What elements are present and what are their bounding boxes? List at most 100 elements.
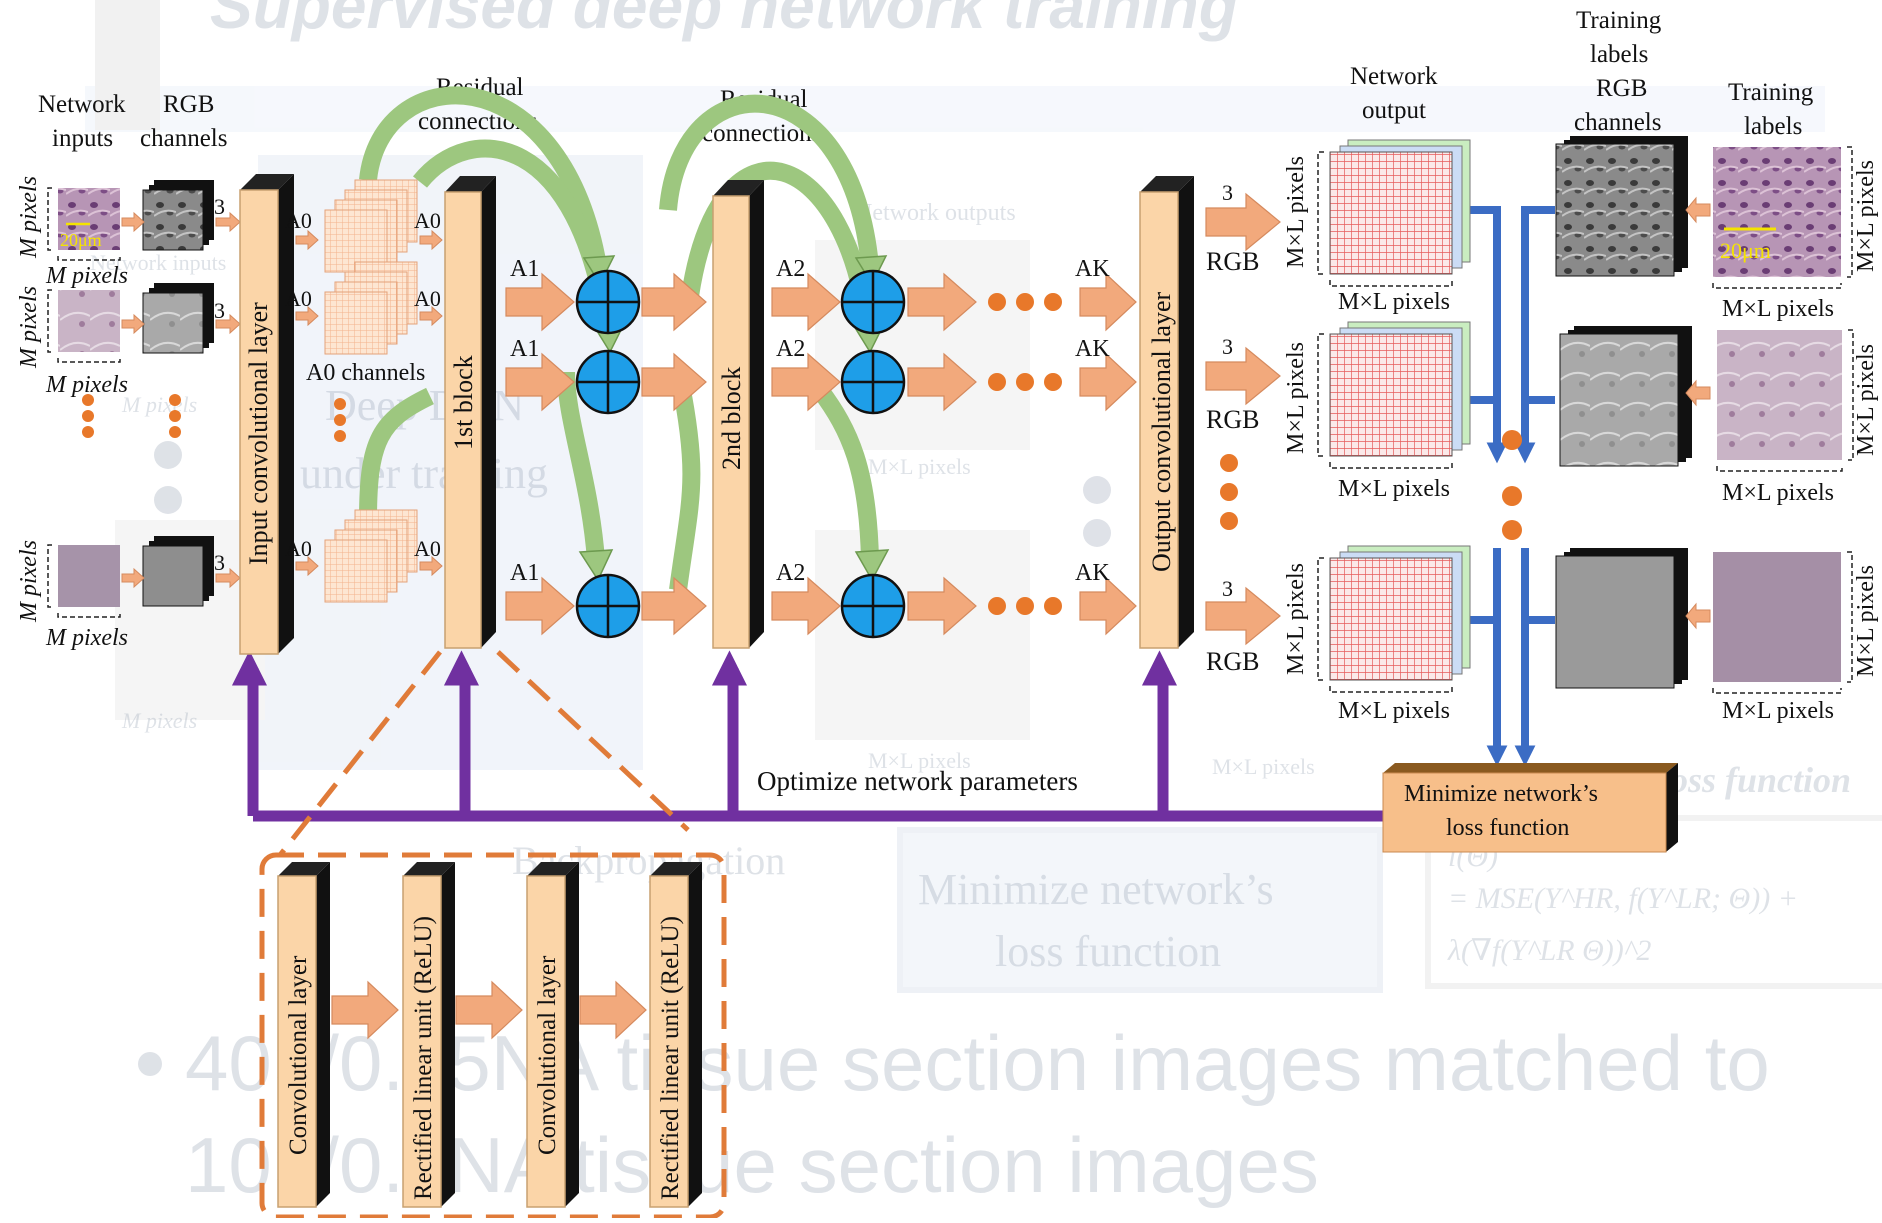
background-dnn-line2: under training [300, 449, 548, 498]
rgb-label-3: RGB [1206, 647, 1259, 676]
output-conv-label: Output convolutional layer [1147, 291, 1176, 572]
training-labels-label-2: labels [1744, 113, 1802, 140]
network-inputs-label-2: inputs [52, 125, 113, 152]
output-dot [1220, 454, 1238, 472]
training-ml-pixels-vertical-1: M×L pixels [1853, 160, 1879, 272]
a2-label-3: A2 [776, 560, 805, 586]
big-arrow [1080, 274, 1136, 330]
sum-node [577, 271, 639, 333]
small-arrow [1686, 604, 1710, 628]
a1-label-1: A1 [510, 256, 539, 282]
rgb-dot [169, 394, 181, 406]
training-labels-label-1: Training [1728, 79, 1814, 106]
output-ml-pixels-vertical-1: M×L pixels [1283, 156, 1309, 268]
network-output-3 [1330, 546, 1470, 680]
loss-label-2: loss function [1446, 815, 1569, 841]
big-arrow [642, 354, 706, 410]
rgb-channels-label-1: RGB [163, 91, 214, 118]
a0-dot [334, 414, 346, 426]
background-dot [154, 441, 182, 469]
rgb-dot [169, 410, 181, 422]
a1-label-3: A1 [510, 560, 539, 586]
channel-count-out-1: 3 [1222, 180, 1233, 205]
sum-node [842, 351, 904, 413]
background-tile-2 [815, 530, 1030, 740]
big-arrow [1080, 354, 1136, 410]
zoom-relu-label-2: Rectified linear unit (ReLU) [657, 916, 684, 1200]
input-conv-label: Input convolutional layer [244, 302, 273, 565]
output-ml-pixels-vertical-2: M×L pixels [1283, 342, 1309, 454]
loss-line-4 [1525, 400, 1555, 455]
network-output-2 [1330, 322, 1470, 456]
background-dot [154, 486, 182, 514]
a2-label-1: A2 [776, 256, 805, 282]
zoom-relu-label-1: Rectified linear unit (ReLU) [410, 916, 437, 1200]
input-image-2 [58, 290, 120, 352]
a1-label-2: A1 [510, 336, 539, 362]
input-dot [82, 410, 94, 422]
rgb-label-1: RGB [1206, 247, 1259, 276]
small-arrow [122, 315, 144, 333]
training-label-image-2 [1717, 330, 1842, 460]
input-dot [82, 394, 94, 406]
big-arrow [1206, 348, 1280, 404]
a0-label-out-3: A0 [414, 536, 441, 561]
background-ml-pixels-3: M×L pixels [1212, 754, 1315, 779]
loss-line-2 [1525, 210, 1555, 455]
loss-feedback [1468, 210, 1555, 758]
rgb-stack-3 [143, 536, 214, 606]
training-labels-rgb-label-3: RGB [1596, 75, 1647, 102]
input-m-pixels-vertical-2: M pixels [16, 286, 42, 369]
background-title: Supervised deep network training [210, 0, 1238, 42]
sum-node [577, 575, 639, 637]
loss-line-6 [1525, 548, 1555, 620]
ellipsis-dot [988, 293, 1006, 311]
training-ml-pixels-horizontal-2: M×L pixels [1722, 480, 1834, 506]
background-network-outputs: Network outputs [855, 200, 1016, 226]
background-m-pixels-2: M pixels [121, 708, 197, 733]
background-ml-pixels-1: M×L pixels [868, 454, 971, 479]
training-label-image-3 [1713, 552, 1841, 682]
input-m-pixels-vertical-1: M pixels [16, 176, 42, 259]
output-dot [1220, 483, 1238, 501]
training-rgb-stack-3 [1556, 548, 1688, 688]
rgb-stack-2 [143, 283, 214, 353]
background-formula-line3: λ(∇f(Y^LR Θ))^2 [1447, 934, 1651, 967]
training-rgb-stack-1 [1556, 136, 1688, 276]
loss-line-1 [1468, 210, 1497, 455]
training-ml-pixels-horizontal-3: M×L pixels [1722, 698, 1834, 724]
block-2-label: 2nd block [717, 367, 746, 470]
channel-count-out-2: 3 [1222, 334, 1233, 359]
output-dot [1220, 512, 1238, 530]
zoom-conv-label-2: Convolutional layer [534, 955, 561, 1155]
a0-label-in-2: A0 [285, 286, 312, 311]
big-arrow [1206, 588, 1280, 644]
training-labels-rgb-label-1: Training [1576, 7, 1662, 34]
a0-label-out-2: A0 [414, 286, 441, 311]
output-ml-pixels-horizontal-1: M×L pixels [1338, 289, 1450, 315]
training-rgb-stack-2 [1560, 326, 1692, 466]
loss-dot [1502, 486, 1522, 506]
background-bullet [138, 1052, 162, 1076]
output-ml-pixels-horizontal-3: M×L pixels [1338, 698, 1450, 724]
loss-dot [1502, 430, 1522, 450]
ellipsis-dot [1044, 373, 1062, 391]
a0-channels-label: A0 channels [306, 360, 425, 386]
optimize-label: Optimize network parameters [757, 766, 1078, 796]
ellipsis-dot [1016, 293, 1034, 311]
scale-bar-label-input: 20μm [60, 230, 102, 250]
background-dot [1083, 476, 1111, 504]
channel-count-out-3: 3 [1222, 576, 1233, 601]
big-arrow [642, 578, 706, 634]
big-arrow [1206, 194, 1280, 250]
ellipsis-dot [1016, 373, 1034, 391]
background-loss-line2: loss function [995, 927, 1221, 976]
rgb-stack-1 [143, 180, 214, 250]
output-ml-pixels-vertical-3: M×L pixels [1283, 563, 1309, 675]
ellipsis-dot [1044, 293, 1062, 311]
input-m-pixels-vertical-3: M pixels [16, 540, 42, 623]
training-ml-pixels-vertical-2: M×L pixels [1853, 344, 1879, 456]
ellipsis-dot [988, 597, 1006, 615]
ellipsis-dot [1016, 597, 1034, 615]
